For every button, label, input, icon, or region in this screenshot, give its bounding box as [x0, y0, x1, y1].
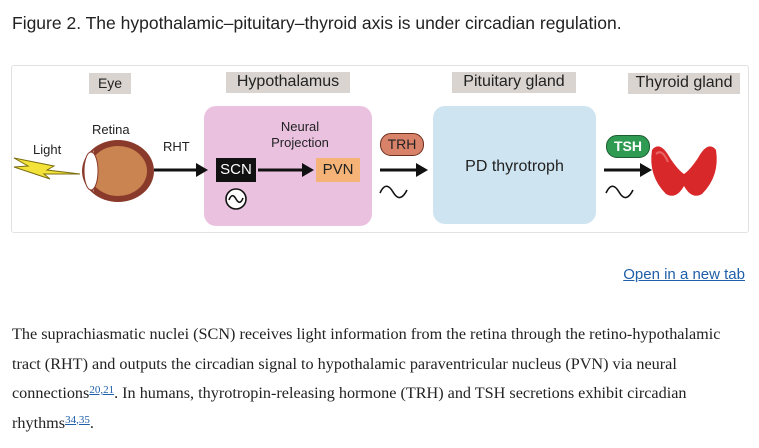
- pituitary-label: Pituitary gland: [452, 72, 576, 93]
- figure-caption: Figure 2. The hypothalamic–pituitary–thy…: [12, 13, 622, 33]
- hypothalamus-label: Hypothalamus: [226, 72, 350, 93]
- thyroid-gland-icon: [651, 146, 717, 196]
- rht-label: RHT: [163, 139, 190, 154]
- eye-icon: [82, 140, 154, 202]
- pvn-box: PVN: [316, 158, 360, 182]
- tsh-arrow-icon: [604, 163, 652, 199]
- light-label: Light: [33, 142, 62, 157]
- oscillation-icon: [225, 188, 247, 210]
- scn-box: SCN: [216, 158, 256, 182]
- pituitary-region: [433, 106, 596, 224]
- retina-label: Retina: [92, 122, 130, 137]
- paragraph-text-3: .: [89, 413, 94, 432]
- trh-arrow-icon: [379, 163, 428, 199]
- paragraph-text-1: The suprachiasmatic nuclei (SCN) receive…: [12, 325, 721, 402]
- neural-arrow-icon: [258, 163, 314, 177]
- open-in-new-tab-link[interactable]: Open in a new tab: [623, 266, 745, 283]
- neural-projection-line1: Neural: [280, 119, 320, 134]
- paragraph-text-2: . In humans, thyrotropin-releasing hormo…: [12, 384, 687, 432]
- neural-projection-line2: Projection: [271, 135, 329, 150]
- reference-link-34-35[interactable]: 34,35: [65, 413, 90, 426]
- tsh-badge: TSH: [606, 135, 650, 158]
- trh-badge: TRH: [380, 133, 424, 156]
- pd-thyrotroph-label: PD thyrotroph: [465, 158, 564, 175]
- rht-arrow-icon: [154, 163, 208, 177]
- body-paragraph: The suprachiasmatic nuclei (SCN) receive…: [12, 320, 747, 438]
- reference-link-20-21[interactable]: 20,21: [89, 384, 115, 396]
- lightning-icon: [13, 157, 81, 180]
- thyroid-label: Thyroid gland: [628, 73, 740, 94]
- eye-label: Eye: [89, 73, 131, 94]
